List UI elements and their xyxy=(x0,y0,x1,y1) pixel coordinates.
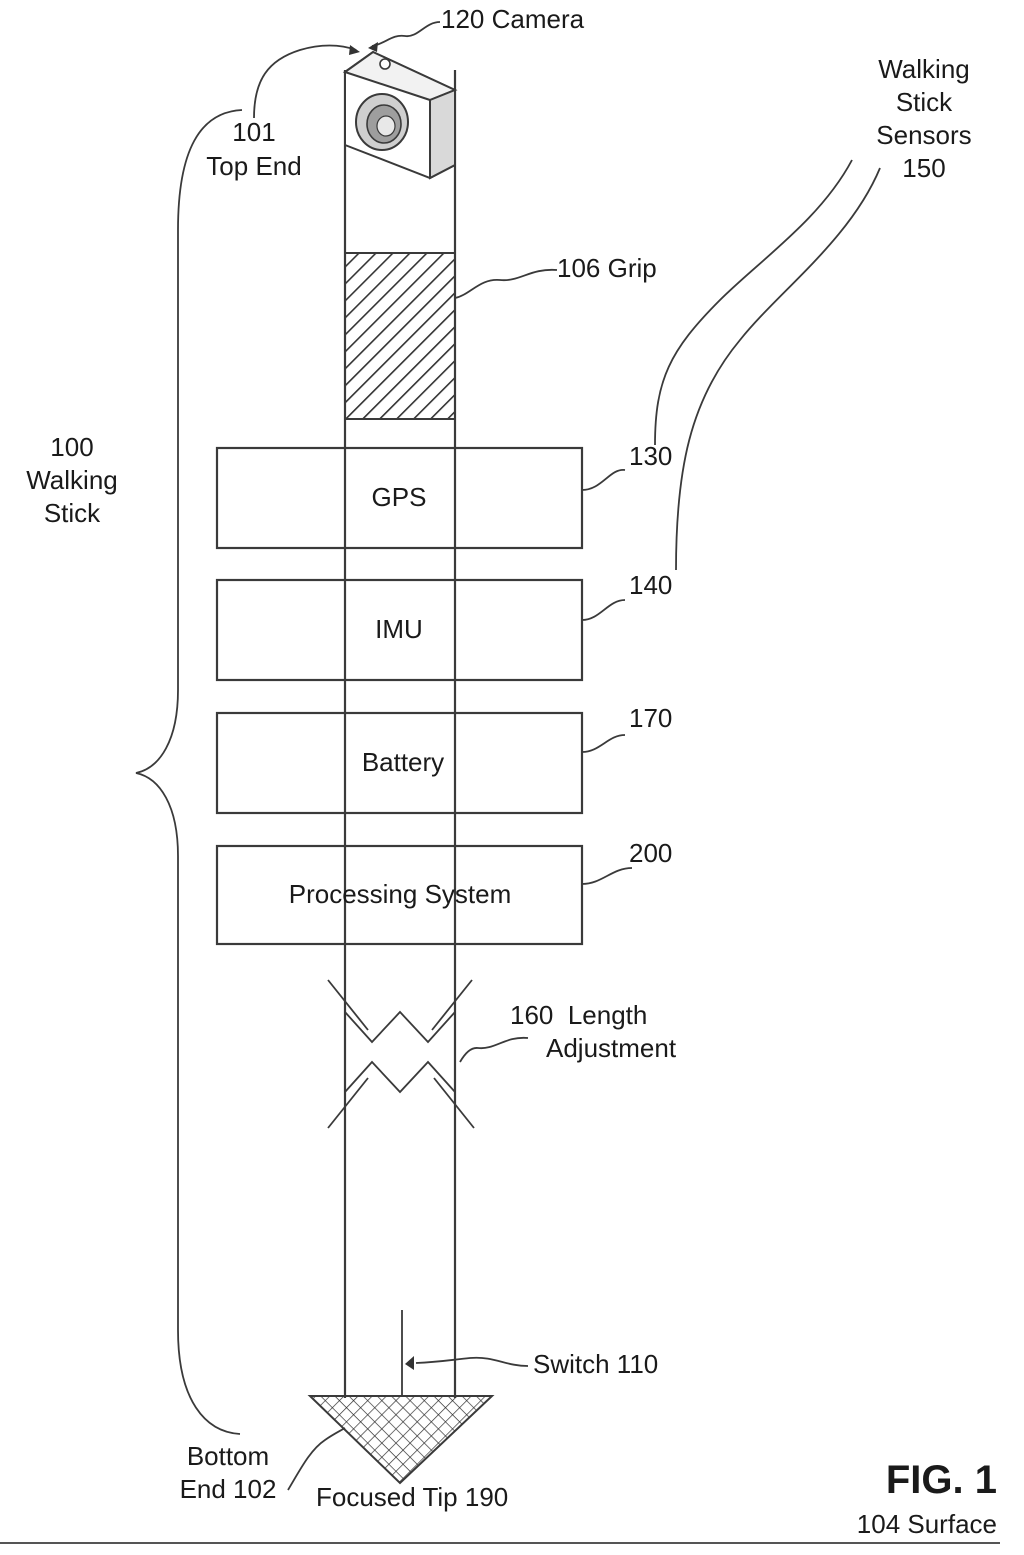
battery-box: Battery xyxy=(215,711,584,815)
focused-tip xyxy=(307,1395,495,1485)
top-end-label-line-1: 101 xyxy=(232,117,275,147)
walking-stick-brace xyxy=(135,109,243,1435)
sensors-label-line-3: Sensors xyxy=(876,120,971,150)
grip-label: 106 Grip xyxy=(557,253,657,283)
switch xyxy=(401,1310,414,1395)
ref-170-label: 170 xyxy=(629,703,672,733)
processing-system-box: Processing System xyxy=(215,844,584,946)
processing-system-label: Processing System xyxy=(289,879,512,909)
ref-200-label: 200 xyxy=(629,838,672,868)
length-adjustment-label: 160 Length Adjustment xyxy=(510,1000,677,1063)
switch-label: Switch 110 xyxy=(533,1349,658,1379)
grip xyxy=(344,252,456,420)
top-end-label: 101 Top End xyxy=(206,117,301,181)
battery-label: Battery xyxy=(362,747,444,777)
gps-label: GPS xyxy=(372,482,427,512)
focused-tip-label: Focused Tip 190 xyxy=(316,1482,508,1512)
figure-number: FIG. 1 xyxy=(886,1458,997,1502)
length-adjustment-label-line-2: Adjustment xyxy=(546,1033,677,1063)
camera-label: 120 Camera xyxy=(441,4,585,34)
top-end-label-line-2: Top End xyxy=(206,151,301,181)
imu-box: IMU xyxy=(215,578,584,682)
surface-label: 104 Surface xyxy=(857,1509,997,1539)
walking-stick-label-line-2: Walking xyxy=(26,465,118,495)
walking-stick-label-line-1: 100 xyxy=(50,432,93,462)
length-adjustment-break xyxy=(327,979,475,1129)
sensors-label-line-1: Walking xyxy=(878,54,970,84)
imu-label: IMU xyxy=(375,614,423,644)
camera-icon xyxy=(342,50,458,180)
walking-stick-label: 100 Walking Stick xyxy=(26,432,118,528)
bottom-end-label-line-2: End 102 xyxy=(180,1474,277,1504)
bottom-end-label-line-1: Bottom xyxy=(187,1441,269,1471)
sensors-label-line-2: Stick xyxy=(896,87,953,117)
sensors-label: Walking Stick Sensors 150 xyxy=(876,54,971,183)
length-adjustment-label-line-1: 160 Length xyxy=(510,1000,647,1030)
gps-box: GPS xyxy=(215,446,584,550)
bottom-end-label: Bottom End 102 xyxy=(180,1441,277,1504)
leader-lines xyxy=(253,21,881,1491)
sensors-label-line-4: 150 xyxy=(902,153,945,183)
ref-130-label: 130 xyxy=(629,441,672,471)
ref-140-label: 140 xyxy=(629,570,672,600)
walking-stick-label-line-3: Stick xyxy=(44,498,101,528)
